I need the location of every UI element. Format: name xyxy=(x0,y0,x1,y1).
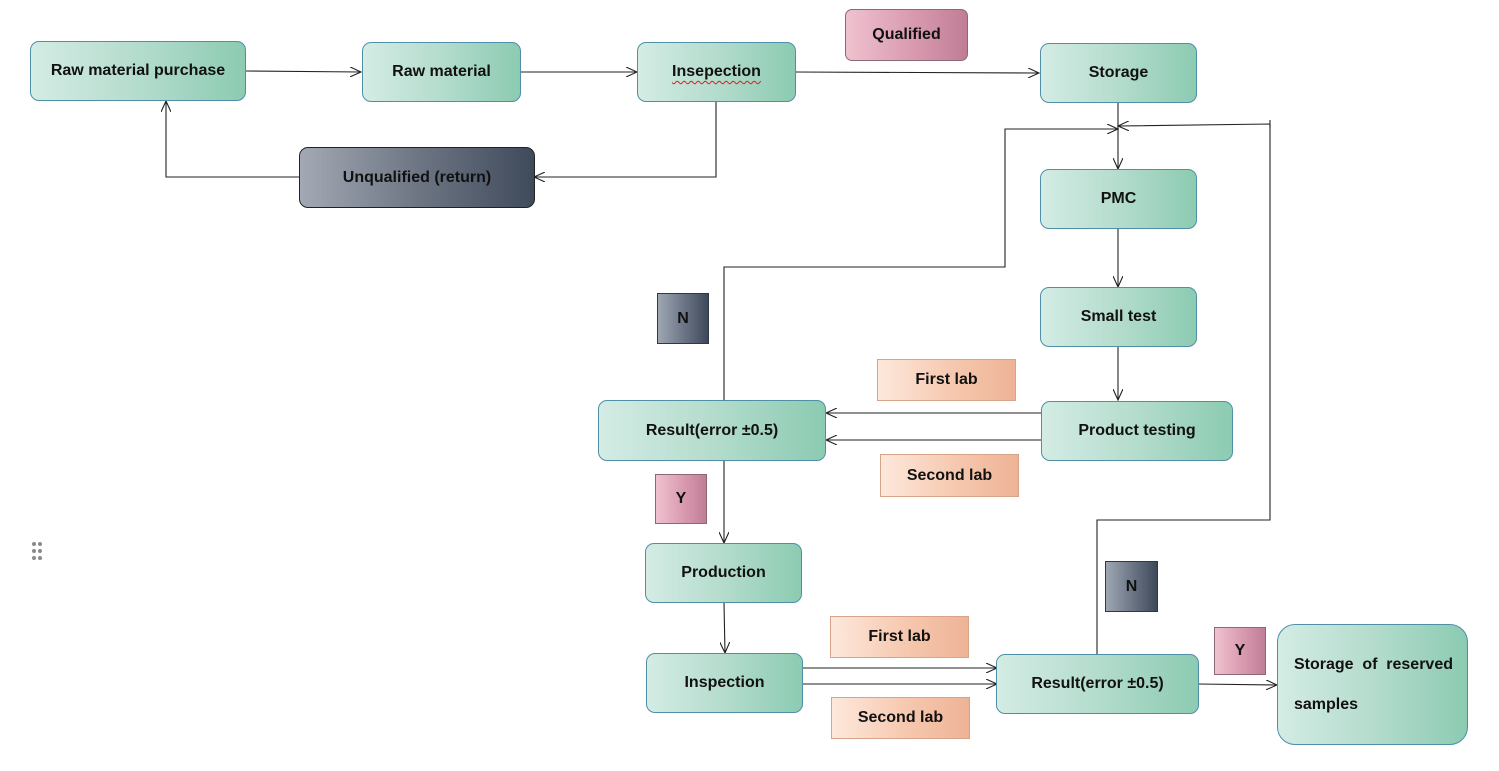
arrow-inspection-to-unqualified xyxy=(534,101,717,177)
arrow-result-to-reserved-storage xyxy=(1197,684,1277,685)
node-inspection-top: Insepection xyxy=(637,42,796,102)
node-result-lower: Result(error ±0.5) xyxy=(996,654,1199,714)
label-second-lab-lower: Second lab xyxy=(831,697,970,739)
drag-handle-icon[interactable] xyxy=(31,542,43,562)
node-production: Production xyxy=(645,543,802,603)
node-result-upper: Result(error ±0.5) xyxy=(598,400,826,461)
arrow-unqualified-to-purchase xyxy=(166,101,299,178)
arrow-n-lower-loop xyxy=(1096,124,1271,654)
node-storage-reserved-samples: Storage of reserved samples xyxy=(1277,624,1468,745)
node-inspection-bottom: Inspection xyxy=(646,653,803,713)
node-raw-material: Raw material xyxy=(362,42,521,102)
label-y-upper: Y xyxy=(655,474,707,524)
label-second-lab-upper: Second lab xyxy=(880,454,1019,497)
label-first-lab-upper: First lab xyxy=(877,359,1016,401)
label-qualified: Qualified xyxy=(845,9,968,61)
arrow-inspection-to-storage xyxy=(794,72,1039,73)
arrow-n-upper-loop xyxy=(723,129,1118,400)
node-small-test: Small test xyxy=(1040,287,1197,347)
arrow-purchase-to-raw xyxy=(244,71,361,72)
arrow-production-to-inspection xyxy=(724,602,725,653)
node-raw-material-purchase: Raw material purchase xyxy=(30,41,246,101)
node-storage: Storage xyxy=(1040,43,1197,103)
label-y-lower: Y xyxy=(1214,627,1266,675)
node-unqualified-return: Unqualified (return) xyxy=(299,147,535,208)
node-pmc: PMC xyxy=(1040,169,1197,229)
label-n-upper: N xyxy=(657,293,709,344)
label-first-lab-lower: First lab xyxy=(830,616,969,658)
label-n-lower: N xyxy=(1105,561,1158,612)
node-product-testing: Product testing xyxy=(1041,401,1233,461)
